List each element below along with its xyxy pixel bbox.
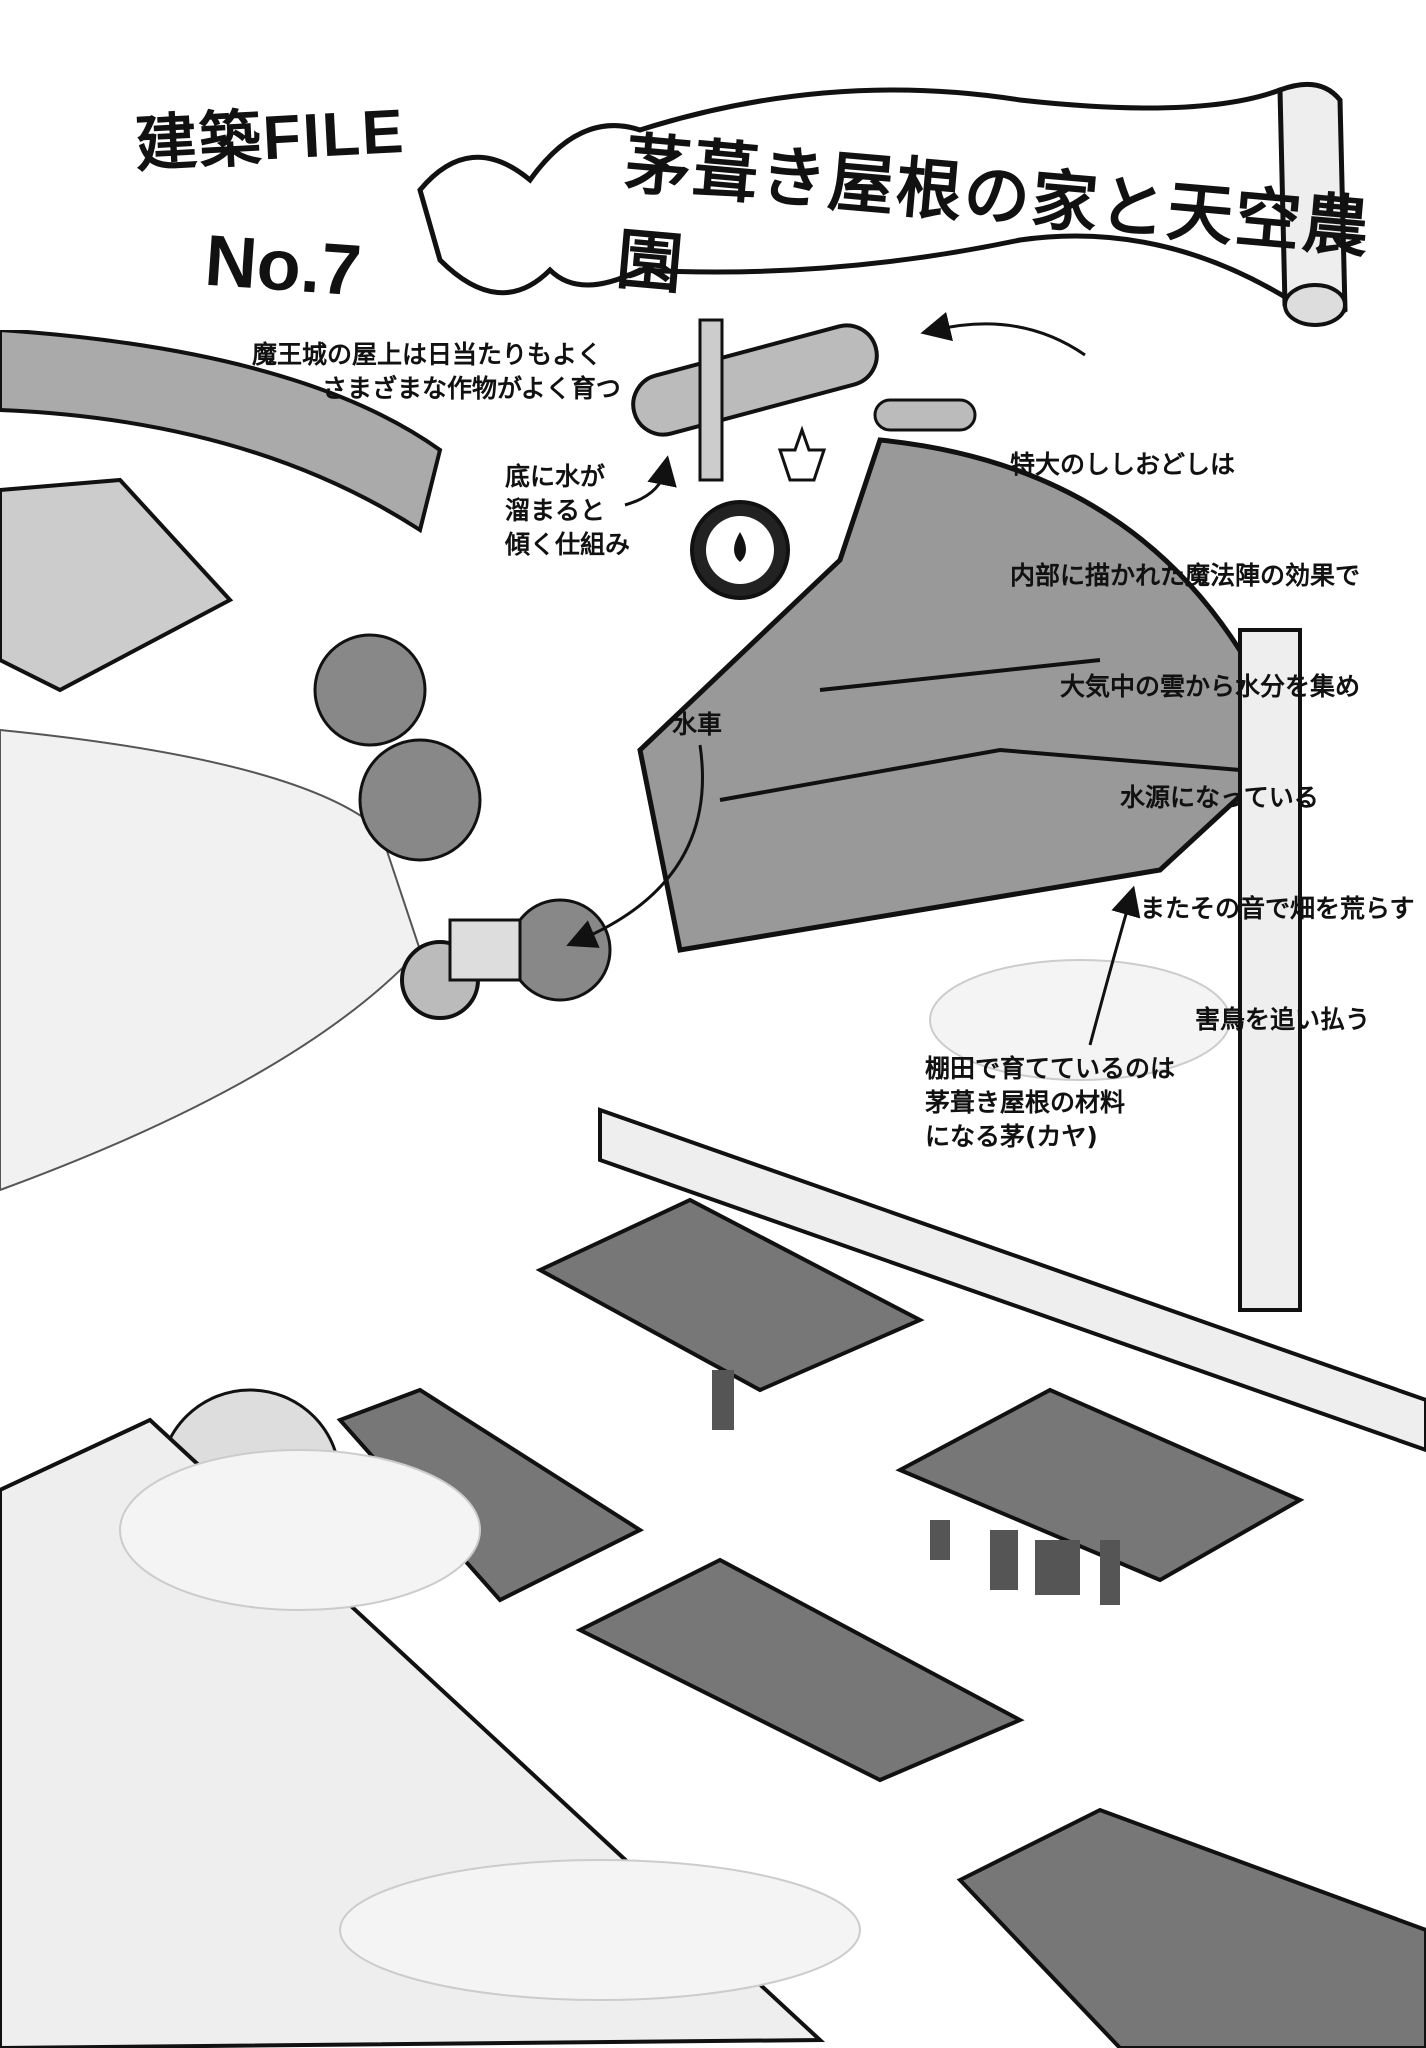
- crop-field-plots: [336, 1197, 1426, 2048]
- file-number: No.7: [202, 220, 364, 312]
- header-label: 建築FILE: [133, 96, 407, 181]
- terraced-fields: [637, 437, 1302, 1312]
- shishiodoshi-note: 特大のししおどしは 内部に描かれた魔法陣の効果で 大気中の雲から水分を集め 水源…: [1010, 450, 1415, 1034]
- terraces-note: 棚田で育てているのは茅葺き屋根の材料になる茅(カヤ): [925, 1054, 1176, 1151]
- shishiodoshi-diagram: [631, 318, 977, 600]
- mechanism-note: 底に水が溜まると傾く仕組み: [505, 462, 631, 559]
- water-wheel: [400, 918, 522, 1020]
- rooftop-note: 魔王城の屋上は日当たりもよくさまざまな作物がよく育つ: [252, 340, 621, 403]
- title-scroll-banner: [417, 81, 1348, 327]
- waterwheel-label: 水車: [672, 710, 723, 739]
- rooftop-farm-illustration: [0, 330, 1426, 2048]
- characters: [712, 1370, 1120, 1605]
- clouds: [119, 959, 1231, 2001]
